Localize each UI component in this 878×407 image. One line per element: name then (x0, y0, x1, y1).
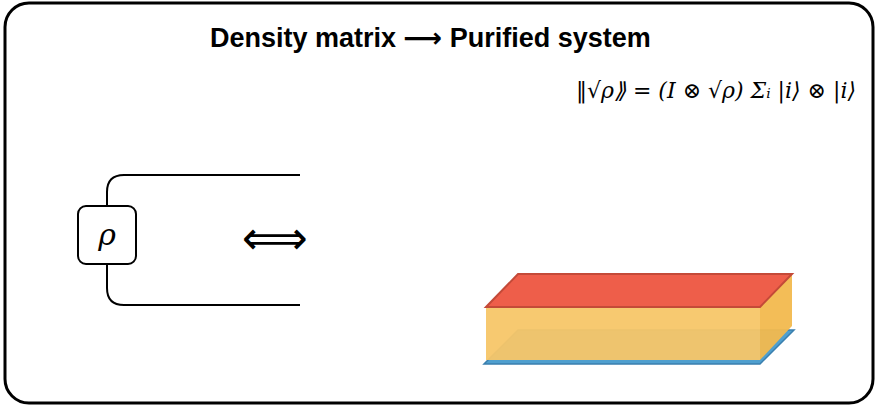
tensor-leg (107, 175, 300, 205)
frame (5, 3, 873, 403)
tensor-leg (107, 265, 300, 305)
purification-formula: ‖√ρ⟫ = (I ⊗ √ρ) Σᵢ |i⟩ ⊗ |i⟩ (576, 78, 856, 103)
tensor-box: ρ (77, 205, 137, 265)
equivalence-symbol: ⟺ (242, 211, 308, 265)
diagram-title: Density matrix ⟶ Purified system (210, 22, 651, 54)
slab-illustration (484, 274, 794, 364)
tensor-label: ρ (98, 220, 116, 250)
